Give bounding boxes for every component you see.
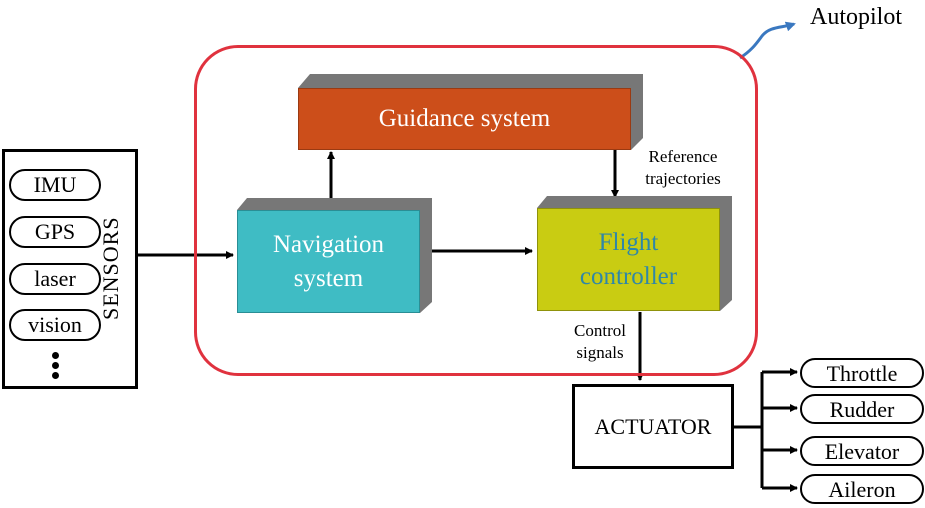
- autopilot-label: Autopilot: [810, 4, 903, 30]
- navigation-label-line1: Navigation: [272, 230, 385, 258]
- flight-label-line2: controller: [579, 262, 678, 290]
- actuator-box: ACTUATOR: [572, 384, 734, 469]
- control-note-line1: Control: [574, 321, 626, 340]
- navigation-system-block: Navigation system: [237, 210, 420, 313]
- sensors-panel: [2, 149, 138, 389]
- guidance-system-label: Guidance system: [378, 105, 551, 132]
- more-sensors-ellipsis: [52, 352, 59, 382]
- autopilot-pointer-arrow: [739, 21, 796, 60]
- actuator-label: ACTUATOR: [594, 413, 712, 439]
- reference-note-line1: Reference: [648, 147, 718, 166]
- output-aileron: Aileron: [800, 474, 924, 504]
- sensor-imu: IMU: [9, 169, 101, 201]
- reference-trajectories-note: Reference trajectories: [633, 146, 733, 190]
- output-elevator: Elevator: [800, 436, 924, 466]
- flight-block-shadow: [537, 196, 732, 311]
- navigation-block-shadow: [237, 198, 432, 313]
- output-rudder: Rudder: [800, 394, 924, 424]
- output-throttle: Throttle: [800, 358, 924, 388]
- sensor-vision: vision: [9, 309, 101, 341]
- flight-controller-block: Flight controller: [537, 208, 720, 311]
- flight-label-line1: Flight: [598, 228, 659, 256]
- control-signals-note: Control signals: [563, 320, 637, 364]
- autopilot-frame: [194, 45, 758, 376]
- sensors-title: SENSORS: [98, 216, 123, 320]
- navigation-label-line2: system: [293, 264, 364, 292]
- sensor-gps: GPS: [9, 216, 101, 248]
- guidance-block-shadow: [298, 74, 643, 150]
- reference-note-line2: trajectories: [645, 169, 721, 188]
- sensor-laser: laser: [9, 263, 101, 295]
- guidance-system-block: Guidance system: [298, 88, 631, 150]
- control-note-line2: signals: [576, 343, 624, 362]
